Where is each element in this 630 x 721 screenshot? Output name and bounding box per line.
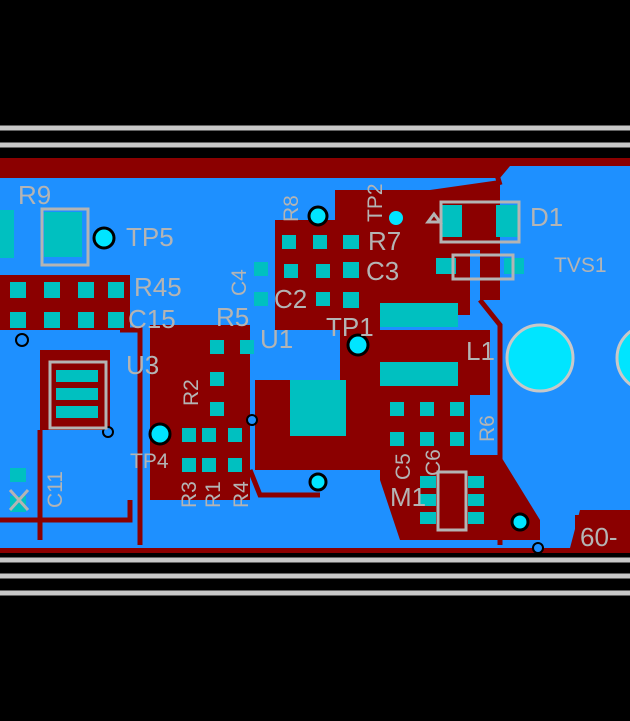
label-tp2: TP2 <box>364 183 387 222</box>
label-r8: R8 <box>280 195 303 222</box>
label-c6: C6 <box>422 449 445 476</box>
label-c5: C5 <box>392 453 415 480</box>
label-r7: R7 <box>368 226 401 256</box>
silkscreen-labels: R9 TP5 R8 TP2 D1 R7 C3 TVS1 C4 C2 R45 C1… <box>18 180 618 552</box>
label-r5: R5 <box>216 302 249 332</box>
label-u1: U1 <box>260 324 293 354</box>
vias <box>15 205 630 554</box>
label-c15: C15 <box>128 304 176 334</box>
label-l1: L1 <box>466 336 495 366</box>
label-m1: M1 <box>390 482 426 512</box>
label-edge-text: 60- <box>580 522 618 552</box>
label-c3: C3 <box>366 256 399 286</box>
silkscreen-outlines <box>8 200 521 532</box>
label-tp4: TP4 <box>130 450 169 473</box>
board-outline <box>0 125 630 596</box>
label-r1: R1 <box>202 481 225 508</box>
label-r3: R3 <box>178 481 201 508</box>
label-tp5: TP5 <box>126 222 174 252</box>
label-r6: R6 <box>476 415 499 442</box>
copper-pour <box>0 158 630 553</box>
label-r45: R45 <box>134 272 182 302</box>
label-tp1: TP1 <box>326 312 374 342</box>
label-c4: C4 <box>228 269 251 296</box>
label-c11: C11 <box>44 471 67 508</box>
label-d1: D1 <box>530 202 563 232</box>
label-u3: U3 <box>126 350 159 380</box>
label-r9: R9 <box>18 180 51 210</box>
label-r2: R2 <box>180 379 203 406</box>
label-c2: C2 <box>274 284 307 314</box>
pads <box>0 205 524 524</box>
label-tvs1: TVS1 <box>554 254 607 277</box>
label-r4: R4 <box>230 481 253 508</box>
